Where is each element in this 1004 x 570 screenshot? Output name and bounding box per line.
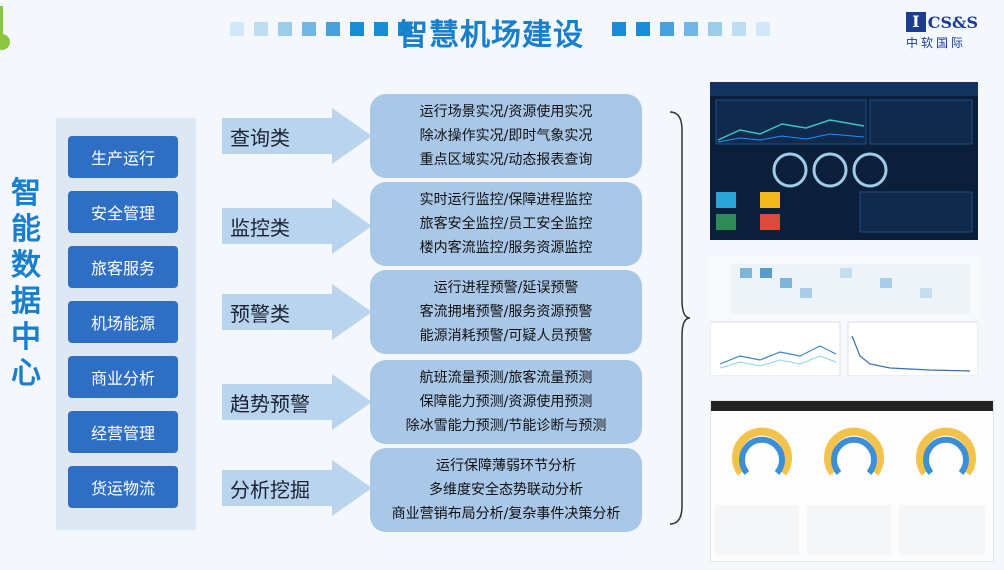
category-business[interactable]: 商业分析 — [68, 356, 178, 398]
company-logo: I CS&S 中软国际 — [906, 12, 978, 52]
category-cargo[interactable]: 货运物流 — [68, 466, 178, 508]
deco-square — [230, 22, 244, 36]
feature-line: 运行保障薄弱环节分析 — [436, 458, 576, 474]
deco-square — [756, 22, 770, 36]
feature-line: 保障能力预测/资源使用预测 — [419, 394, 593, 410]
right-brace — [669, 111, 691, 525]
category-operations[interactable]: 经营管理 — [68, 411, 178, 453]
category-production[interactable]: 生产运行 — [68, 136, 178, 178]
deco-square — [708, 22, 722, 36]
feature-line: 商业营销布局分析/复杂事件决策分析 — [391, 506, 621, 522]
arrow-shape — [222, 284, 372, 340]
feature-box-query: 运行场景实况/资源使用实况 除冰操作实况/即时气象实况 重点区域实况/动态报表查… — [370, 94, 642, 178]
title-decoration-left — [230, 22, 412, 36]
feature-line: 旅客安全监控/员工安全监控 — [419, 216, 593, 232]
deco-square — [350, 22, 364, 36]
gauge-illustration — [711, 401, 993, 555]
category-panel: 生产运行 安全管理 旅客服务 机场能源 商业分析 经营管理 货运物流 — [56, 118, 196, 530]
group-label: 分析挖掘 — [230, 478, 310, 502]
title-decoration-right — [612, 22, 770, 36]
deco-square — [612, 22, 626, 36]
deco-square — [398, 22, 412, 36]
deco-square — [732, 22, 746, 36]
feature-box-monitor: 实时运行监控/保障进程监控 旅客安全监控/员工安全监控 楼内客流监控/服务资源监… — [370, 182, 642, 266]
deco-square — [278, 22, 292, 36]
deco-square — [636, 22, 650, 36]
dashboard-illustration — [710, 82, 978, 233]
category-safety[interactable]: 安全管理 — [68, 191, 178, 233]
feature-line: 能源消耗预警/可疑人员预警 — [419, 328, 593, 344]
feature-line: 客流拥堵预警/服务资源预警 — [419, 304, 593, 320]
group-label: 监控类 — [230, 216, 290, 240]
header: 智慧机场建设 I CS&S 中软国际 — [0, 0, 1004, 62]
feature-line: 重点区域实况/动态报表查询 — [419, 152, 593, 168]
deco-square — [374, 22, 388, 36]
arrow-shape — [222, 460, 372, 516]
logo-subtitle: 中软国际 — [906, 36, 967, 50]
deco-square — [254, 22, 268, 36]
feature-line: 多维度安全态势联动分析 — [429, 482, 583, 498]
group-label: 查询类 — [230, 126, 290, 150]
vertical-title: 智能数据中心 — [11, 176, 41, 391]
feature-line: 除冰雪能力预测/节能诊断与预测 — [405, 418, 607, 434]
feature-line: 运行进程预警/延误预警 — [433, 280, 579, 296]
arrow-shape — [222, 198, 372, 254]
decorative-dot — [0, 34, 10, 50]
arrow-warning: 预警类 — [222, 284, 372, 340]
dashboard-thumbnail-2 — [710, 256, 978, 376]
feature-line: 运行场景实况/资源使用实况 — [419, 104, 593, 120]
arrow-shape — [222, 108, 372, 164]
decorative-line — [0, 6, 3, 40]
heatmap-illustration — [710, 264, 978, 376]
logo-mark: I — [906, 12, 926, 32]
category-energy[interactable]: 机场能源 — [68, 301, 178, 343]
dashboard-thumbnail-1 — [710, 82, 978, 240]
arrow-monitor: 监控类 — [222, 198, 372, 254]
arrow-trend: 趋势预警 — [222, 374, 372, 430]
group-label: 趋势预警 — [230, 392, 310, 416]
deco-square — [302, 22, 316, 36]
feature-box-warning: 运行进程预警/延误预警 客流拥堵预警/服务资源预警 能源消耗预警/可疑人员预警 — [370, 270, 642, 354]
category-passenger[interactable]: 旅客服务 — [68, 246, 178, 288]
arrow-query: 查询类 — [222, 108, 372, 164]
feature-box-analysis: 运行保障薄弱环节分析 多维度安全态势联动分析 商业营销布局分析/复杂事件决策分析 — [370, 448, 642, 532]
feature-box-trend: 航班流量预测/旅客流量预测 保障能力预测/资源使用预测 除冰雪能力预测/节能诊断… — [370, 360, 642, 444]
feature-line: 实时运行监控/保障进程监控 — [419, 192, 593, 208]
deco-square — [326, 22, 340, 36]
logo-name: CS&S — [927, 12, 978, 32]
dashboard-thumbnail-3 — [710, 400, 994, 562]
feature-line: 航班流量预测/旅客流量预测 — [419, 370, 593, 386]
page-title: 智慧机场建设 — [398, 18, 584, 53]
group-label: 预警类 — [230, 302, 290, 326]
feature-line: 除冰操作实况/即时气象实况 — [419, 128, 593, 144]
deco-square — [684, 22, 698, 36]
arrow-shape — [222, 374, 372, 430]
deco-square — [660, 22, 674, 36]
arrow-analysis: 分析挖掘 — [222, 460, 372, 516]
feature-line: 楼内客流监控/服务资源监控 — [419, 240, 593, 256]
